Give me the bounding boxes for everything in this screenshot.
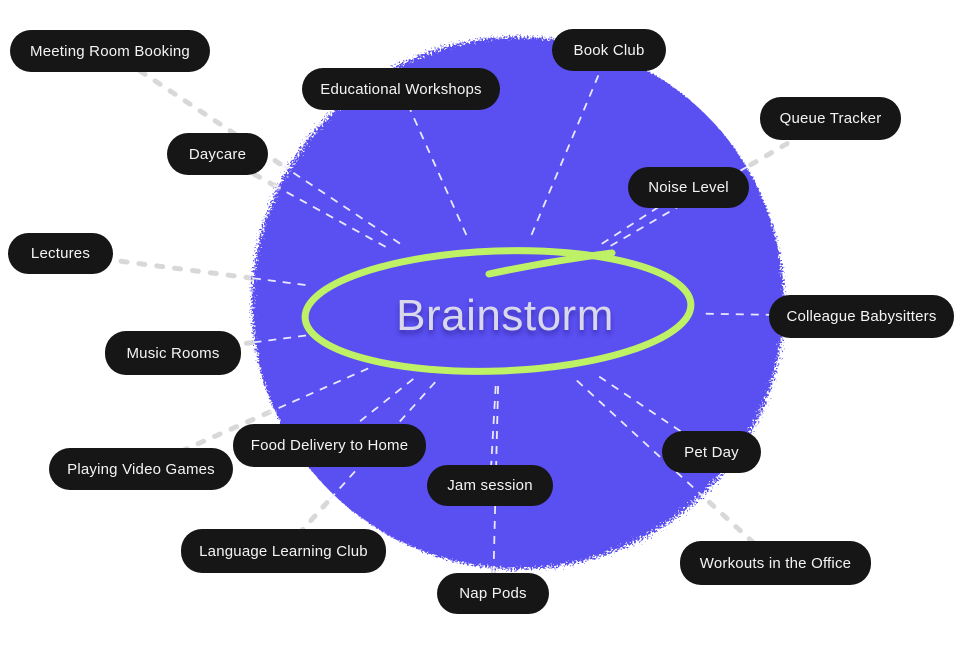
highlight-ellipse	[301, 247, 695, 375]
node-pill[interactable]: Jam session	[427, 465, 553, 506]
node-pill[interactable]: Daycare	[167, 133, 268, 175]
node-pill[interactable]: Meeting Room Booking	[10, 30, 210, 72]
connector-line	[530, 49, 610, 236]
node-pill[interactable]: Pet Day	[662, 431, 761, 473]
node-pill[interactable]: Music Rooms	[105, 331, 241, 375]
connector-line	[492, 385, 499, 575]
node-pill[interactable]: Educational Workshops	[302, 68, 500, 110]
node-pill[interactable]: Noise Level	[628, 167, 749, 208]
connector-line	[489, 385, 497, 486]
node-pill[interactable]: Book Club	[552, 29, 666, 71]
node-pill[interactable]: Queue Tracker	[760, 97, 901, 140]
node-pill[interactable]: Workouts in the Office	[680, 541, 871, 585]
node-pill[interactable]: Lectures	[8, 233, 113, 274]
connector-line	[328, 378, 414, 447]
connector-line	[400, 88, 468, 236]
connector-line	[601, 186, 689, 245]
connector-line	[282, 381, 436, 552]
node-pill[interactable]: Language Learning Club	[181, 529, 386, 573]
center-topic-label[interactable]: Brainstorm	[396, 291, 614, 340]
node-pill[interactable]: Colleague Babysitters	[769, 295, 954, 338]
node-pill[interactable]: Nap Pods	[437, 573, 549, 614]
connector-line	[246, 334, 307, 354]
node-pill[interactable]: Playing Video Games	[49, 448, 233, 490]
node-pill[interactable]: Food Delivery to Home	[233, 424, 426, 467]
connector-line	[246, 153, 387, 248]
